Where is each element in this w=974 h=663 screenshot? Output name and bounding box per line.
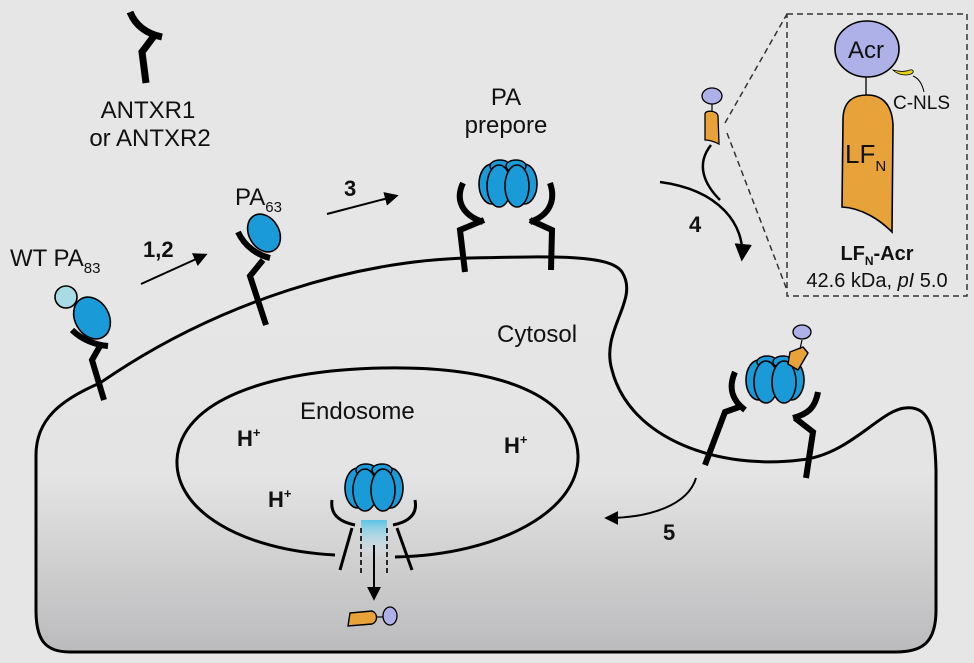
step-arrow-4-merge xyxy=(701,144,721,201)
prepore-lfn-acr-complex xyxy=(702,324,821,479)
cell-membrane xyxy=(34,255,938,654)
prepore-label-line1: PA xyxy=(491,84,521,111)
receptor-label-line1: ANTXR1 xyxy=(101,97,196,124)
lfn-bound xyxy=(787,346,809,371)
pa63-main: PA xyxy=(235,184,265,211)
step-arrow-3 xyxy=(326,192,399,215)
lfn-domain xyxy=(841,94,894,234)
step-arrow-5 xyxy=(604,477,697,525)
acr-domain xyxy=(834,20,900,78)
step-label-3: 3 xyxy=(344,176,356,201)
inset-subtitle: 42.6 kDa, pI 5.0 xyxy=(806,270,947,292)
wt-pa83-label: WT PA83 xyxy=(10,245,100,277)
lfn-acr-small xyxy=(701,87,723,146)
c-nls-tag xyxy=(891,69,914,76)
proton-label-1: H+ xyxy=(237,425,261,451)
step-arrow-4 xyxy=(659,180,752,262)
receptor-label-line2: or ANTXR2 xyxy=(89,125,210,152)
c-nls-label: C-NLS xyxy=(893,93,950,114)
endosome-membrane xyxy=(175,366,580,559)
prepore-label-line2: prepore xyxy=(465,112,548,139)
pa63-sub: 63 xyxy=(265,199,282,216)
proton-label-2: H+ xyxy=(504,432,528,458)
prepore-complex xyxy=(456,159,556,273)
endosome-pore xyxy=(330,463,418,627)
proton-label-3: H+ xyxy=(268,486,292,512)
acr-bound xyxy=(792,324,812,340)
acr-label: Acr xyxy=(848,37,884,64)
pa-prepore-heptamer xyxy=(478,159,538,208)
step-label-5: 5 xyxy=(663,520,675,545)
cytosol-label: Cytosol xyxy=(497,321,577,348)
lfn-label: LFN xyxy=(845,139,886,175)
pa63-domain xyxy=(72,296,112,340)
endosome-label: Endosome xyxy=(300,398,415,425)
wt-pa83-sub: 83 xyxy=(84,260,101,277)
step-label-4: 4 xyxy=(689,212,702,237)
receptor-pa63 xyxy=(235,213,282,326)
pa20-domain xyxy=(54,285,78,309)
pa63-monomer xyxy=(246,213,282,253)
acr-released xyxy=(382,606,398,626)
wt-pa83-main: WT PA xyxy=(10,245,84,272)
step-label-1-2: 1,2 xyxy=(143,237,174,262)
lfn-released xyxy=(347,610,378,627)
receptor-icon-legend xyxy=(126,10,163,84)
inset-border xyxy=(786,13,968,297)
inset-title: LFN-Acr xyxy=(840,243,913,268)
pa63-label: PA63 xyxy=(235,184,282,216)
inset-panel xyxy=(724,13,968,297)
receptor-wt-pa83 xyxy=(54,285,112,401)
step-arrow-1-2 xyxy=(140,253,208,285)
